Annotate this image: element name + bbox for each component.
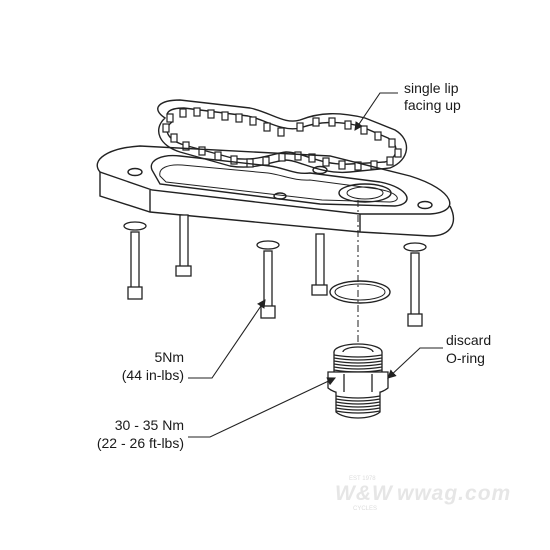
- gasket-tooth: [162, 123, 170, 133]
- gasket-tooth: [344, 120, 352, 130]
- seal-gasket: [157, 99, 408, 174]
- screw-center: [256, 240, 280, 319]
- gasket-tooth: [296, 122, 304, 132]
- flange-plate: [96, 145, 455, 237]
- thread-line: [335, 410, 381, 414]
- gasket-tooth: [374, 131, 382, 141]
- watermark-tag: CYCLES: [353, 506, 378, 512]
- thread-line: [333, 354, 383, 358]
- watermark-site: wwag.com: [397, 482, 512, 505]
- thread-line: [333, 357, 383, 361]
- gasket-tooth: [214, 151, 222, 161]
- gasket-tooth: [386, 156, 394, 166]
- screw-torque-line2: (44 in-lbs): [121, 367, 184, 383]
- gasket-tooth: [394, 148, 402, 158]
- thread-line: [335, 407, 381, 411]
- gasket-note-line1: single lip: [404, 80, 459, 96]
- gasket-tooth: [354, 161, 362, 171]
- gasket-tooth: [170, 133, 178, 143]
- gasket-tooth: [277, 127, 285, 137]
- gasket-tooth: [262, 156, 270, 166]
- watermark-logo: EST 1978 W&W wwag.com CYCLES: [335, 476, 515, 516]
- gasket-tooth: [338, 160, 346, 170]
- thread-line: [333, 363, 383, 367]
- oring-note-line1: discard: [446, 332, 492, 348]
- o-ring: [329, 280, 391, 304]
- gasket-tooth: [166, 113, 174, 123]
- gasket-tooth: [182, 141, 190, 151]
- gasket-tooth: [179, 108, 187, 118]
- thread-line: [333, 360, 383, 364]
- mounting-posts: [175, 214, 328, 296]
- thread-line: [335, 401, 381, 405]
- gasket-tooth: [249, 116, 257, 126]
- oring-note-line2: O-ring: [446, 350, 485, 366]
- gasket-tooth: [312, 117, 320, 127]
- gasket-tooth: [230, 155, 238, 165]
- screw-left: [123, 221, 147, 300]
- gasket-tooth: [360, 125, 368, 135]
- screw-torque-line1: 5Nm: [154, 349, 184, 365]
- watermark-est: EST 1978: [349, 476, 376, 482]
- fitting-torque-line1: 30 - 35 Nm: [114, 417, 184, 433]
- gasket-tooth: [388, 138, 396, 148]
- gasket-tooth: [328, 117, 336, 127]
- gasket-tooth: [207, 109, 215, 119]
- gasket-tooth: [198, 146, 206, 156]
- leader-lines: [188, 92, 443, 438]
- thread-line: [335, 398, 381, 402]
- gasket-tooth: [308, 153, 316, 163]
- screw-right: [403, 242, 427, 327]
- gasket-tooth: [294, 151, 302, 161]
- gasket-tooth: [263, 122, 271, 132]
- threaded-fitting: [327, 343, 389, 419]
- watermark-brand: W&W: [335, 482, 393, 505]
- gasket-tooth: [322, 157, 330, 167]
- gasket-tooth: [193, 107, 201, 117]
- gasket-tooth: [370, 160, 378, 170]
- gasket-tooth: [221, 111, 229, 121]
- thread-line: [335, 395, 381, 399]
- gasket-tooth: [235, 113, 243, 123]
- thread-line: [335, 404, 381, 408]
- thread-line: [333, 366, 383, 370]
- gasket-note-line2: facing up: [404, 97, 461, 113]
- fitting-torque-line2: (22 - 26 ft-lbs): [96, 435, 184, 451]
